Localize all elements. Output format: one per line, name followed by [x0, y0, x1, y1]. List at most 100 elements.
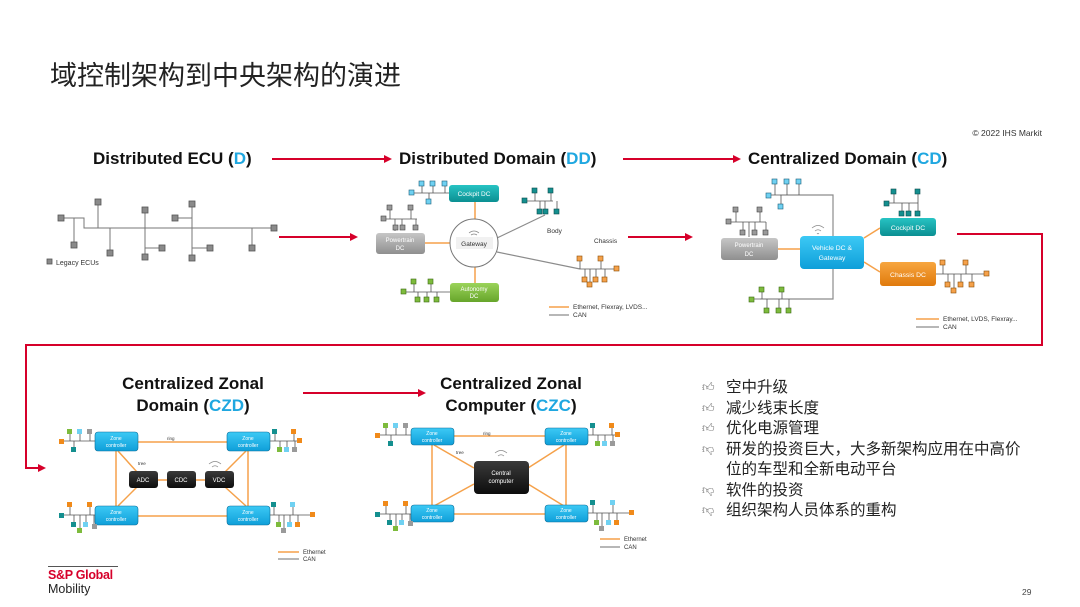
autonomy-dc-label: DC: [470, 294, 479, 300]
chassis-dc-node: [880, 262, 936, 286]
zone-controller-node: [410, 504, 455, 523]
zone-label: Zone: [110, 510, 122, 516]
company-logo: S&P Global Mobility: [48, 566, 118, 596]
copyright-notice: © 2022 IHS Markit: [972, 128, 1042, 138]
stage-paren: ): [590, 149, 597, 168]
thumbs-up-icon: 👍︎: [702, 400, 715, 415]
zone-controller-node: [544, 427, 589, 446]
distributed-domain-diagram: Gateway Cockpit DC Powertrain DC Autonom…: [376, 180, 620, 316]
thumbs-down-icon: 👎︎: [702, 482, 715, 497]
page-title: 域控制架构到中央架构的演进: [50, 61, 401, 92]
ring-label: ring: [167, 436, 175, 441]
thumbs-down-icon: 👎︎: [702, 503, 715, 517]
list-item-text: 优化电源管理: [726, 419, 820, 437]
legend-can: CAN: [624, 545, 637, 551]
body-label: Body: [547, 228, 563, 235]
zone-label: controller: [238, 517, 259, 523]
thumbs-down-icon: 👎︎: [702, 441, 715, 456]
stage-name: Computer (: [445, 396, 537, 415]
stage-abbr: CD: [917, 149, 942, 168]
legacy-ecus-legend: Legacy ECUs: [56, 260, 99, 267]
zone-controller-node: [226, 431, 271, 452]
legend-can: CAN: [943, 324, 957, 331]
wireless-icon: [811, 225, 825, 235]
legend-ethernet: Ethernet: [624, 537, 647, 543]
zone-label: controller: [556, 515, 577, 521]
cockpit-dc-label: Cockpit DC: [458, 191, 491, 198]
zone-label: controller: [106, 443, 127, 449]
powertrain-dc-label: Powertrain: [735, 243, 764, 249]
logo-rule: [48, 566, 118, 567]
powertrain-dc-node: [376, 233, 425, 254]
powertrain-dc-label: DC: [396, 246, 405, 252]
stage-title-centralized-zonal-computer: Centralized Zonal Computer (CZC): [418, 373, 604, 417]
stage-name: Centralized Domain (: [748, 149, 918, 168]
stage-name: Distributed Domain (: [399, 149, 567, 168]
adc-node: [129, 471, 158, 488]
list-item: 👎︎组织架构人员体系的重构: [702, 500, 1026, 521]
zone-label: Zone: [242, 510, 254, 516]
powertrain-dc-label: Powertrain: [386, 238, 415, 244]
zone-label: controller: [106, 517, 127, 523]
stage-abbr: CZD: [209, 396, 244, 415]
powertrain-dc-node: [721, 238, 778, 260]
cdc-node: [167, 471, 196, 488]
tree-label: tree: [456, 450, 464, 455]
thumbs-up-icon: 👍︎: [702, 421, 715, 435]
list-item: 👍︎ 优化电源管理: [702, 418, 1026, 439]
list-item-text: 研发的投资巨大，大多新架构应用在中高价位的车型和全新电动平台: [726, 439, 1021, 479]
tree-label: tree: [138, 461, 146, 466]
zone-label: Zone: [560, 431, 572, 437]
list-item-text: 空中升级: [726, 378, 789, 396]
cockpit-dc-node: [880, 218, 936, 236]
zone-label: Zone: [110, 436, 122, 442]
stage-paren: ): [244, 396, 250, 415]
list-item-text: 软件的投资: [726, 480, 804, 499]
pros-cons-list: 👍︎空中升级 👍︎减少线束长度 👍︎优化电源管理 👎︎研发的投资巨大，大多新架构…: [702, 377, 1026, 521]
zone-controller-node: [94, 505, 139, 526]
stage-title-centralized-zonal-domain: Centralized Zonal Domain (CZD): [100, 373, 286, 417]
cockpit-dc-node: [449, 185, 499, 202]
zonal-domain-diagram: ring tree Zone controller Zone controlle…: [59, 429, 315, 560]
zone-label: controller: [556, 438, 577, 444]
stage-name-line1: Centralized Zonal: [122, 374, 264, 393]
autonomy-dc-node: [450, 283, 499, 302]
stage-paren: ): [941, 149, 948, 168]
zone-controller-node: [410, 427, 455, 446]
central-computer-label: Central: [491, 471, 510, 477]
powertrain-dc-label: DC: [745, 252, 754, 258]
chassis-dc-label: Chassis DC: [890, 272, 926, 279]
list-item: 👍︎空中升级: [702, 377, 1026, 398]
legend-ethernet: Ethernet, LVDS, Flexray...: [943, 316, 1018, 323]
zone-label: Zone: [426, 508, 438, 514]
list-item: 👎︎ 研发的投资巨大，大多新架构应用在中高价位的车型和全新电动平台: [702, 439, 1026, 480]
cockpit-dc-label: Cockpit DC: [891, 225, 925, 232]
stage-name: Distributed ECU (: [93, 149, 234, 168]
legend-ethernet: Ethernet: [303, 550, 326, 556]
wireless-icon: [208, 461, 222, 468]
zone-controller-node: [544, 504, 589, 523]
list-item: 👍︎减少线束长度: [702, 398, 1026, 419]
adc-label: ADC: [137, 478, 150, 484]
distributed-ecu-diagram: [46, 198, 278, 265]
vdc-node: [205, 471, 234, 488]
cdc-label: CDC: [175, 478, 189, 484]
legacy-ecu-nodes: [57, 198, 278, 262]
flow-connector-cd-to-czd: [25, 233, 1043, 472]
zone-controller-node: [226, 505, 271, 526]
logo-brand: S&P Global: [48, 568, 113, 582]
stage-title-centralized-domain: Centralized Domain (CD): [748, 149, 947, 169]
ring-label: ring: [483, 431, 491, 436]
legend-can: CAN: [303, 557, 316, 563]
central-computer-label: computer: [488, 479, 513, 485]
vehicle-dc-label: Gateway: [819, 255, 846, 262]
flow-arrows: [25, 155, 1043, 472]
gateway-label: Gateway: [461, 241, 487, 248]
vehicle-dc-label: Vehicle DC &: [812, 245, 853, 252]
zone-label: Zone: [242, 436, 254, 442]
centralized-domain-diagram: Vehicle DC & Gateway Powertrain DC Cockp…: [721, 178, 990, 328]
logo-subbrand: Mobility: [48, 582, 91, 596]
zone-label: controller: [422, 515, 443, 521]
autonomy-dc-label: Autonomy: [460, 287, 487, 293]
